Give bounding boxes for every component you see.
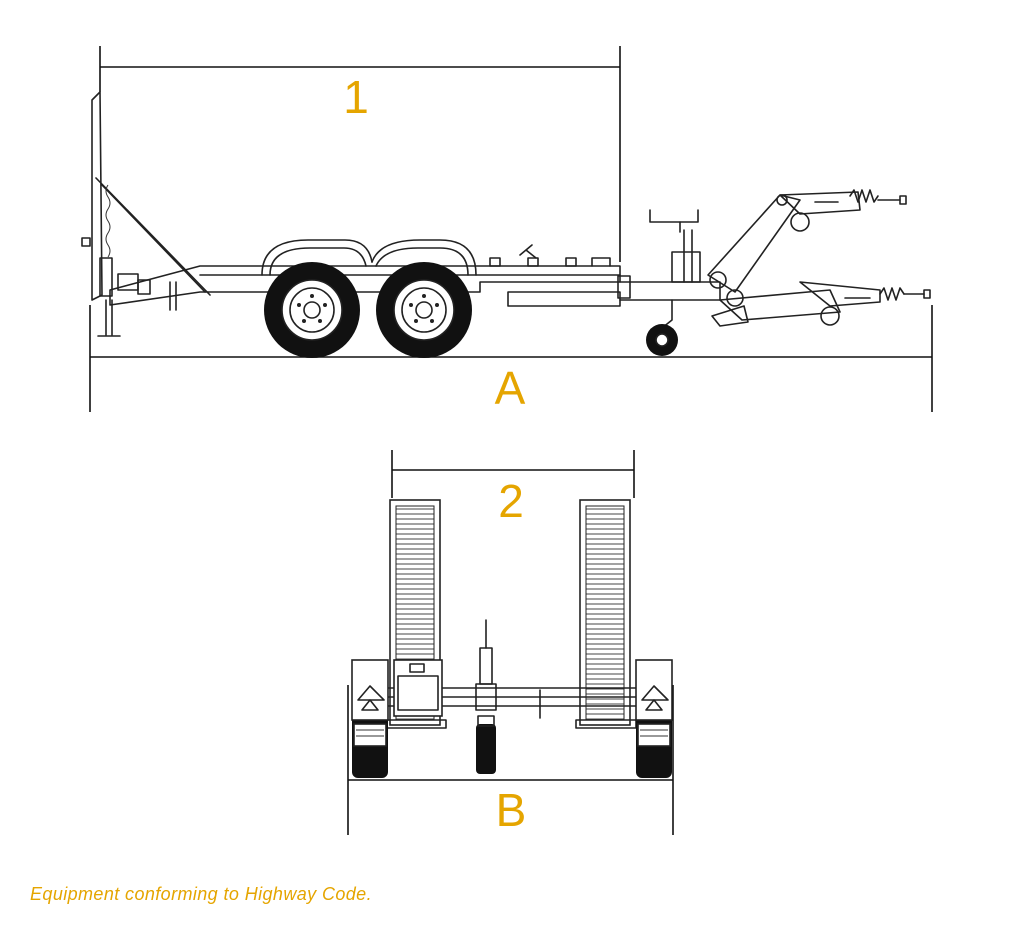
- dimension-line-b: [347, 685, 674, 835]
- right-loading-ramp: [579, 499, 631, 726]
- dimension-line-a: [89, 305, 933, 412]
- center-jack: [475, 619, 497, 774]
- front-view: 2 B: [347, 450, 674, 836]
- left-wheel-and-light: [351, 659, 389, 778]
- chassis-frame: [109, 244, 621, 311]
- drawbar-and-jockey-wheel: [617, 209, 721, 356]
- right-wheel-and-light: [635, 659, 673, 778]
- dimension-line-2: [391, 450, 635, 498]
- rear-wheel-left: [264, 262, 360, 358]
- coupling-arm-assembly: [707, 189, 931, 327]
- dimension-label-b: B: [496, 784, 527, 836]
- rear-wheel-right: [376, 262, 472, 358]
- rear-ramp: [81, 91, 211, 337]
- dimension-label-a: A: [495, 362, 526, 414]
- dimension-label-2: 2: [498, 475, 524, 527]
- wheel-fenders: [261, 239, 477, 276]
- side-view: 1 A: [81, 46, 933, 414]
- dimension-line-1: [99, 46, 621, 262]
- dimension-label-1: 1: [343, 71, 369, 123]
- caption-highway-code: Equipment conforming to Highway Code.: [30, 884, 372, 904]
